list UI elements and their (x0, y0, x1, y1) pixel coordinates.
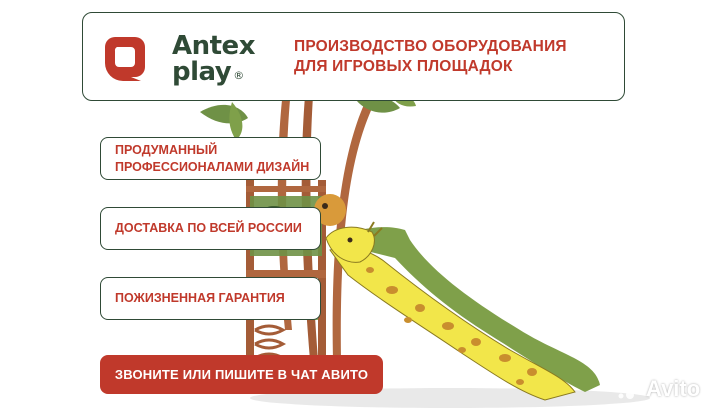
feature-delivery: ДОСТАВКА ПО ВСЕЙ РОССИИ (100, 207, 321, 250)
header-tagline: ПРОИЗВОДСТВО ОБОРУДОВАНИЯ ДЛЯ ИГРОВЫХ ПЛ… (294, 37, 567, 77)
avito-watermark-text: Avito (646, 376, 701, 401)
feature-delivery-text: ДОСТАВКА ПО ВСЕЙ РОССИИ (115, 221, 302, 235)
avito-dots-icon (618, 379, 639, 399)
registered-mark: ® (233, 69, 244, 82)
brand-name-play: play (172, 57, 232, 87)
feature-design-line1: ПРОДУМАННЫЙ (115, 142, 218, 157)
feature-warranty: ПОЖИЗНЕННАЯ ГАРАНТИЯ (100, 277, 321, 320)
cta-label: ЗВОНИТЕ ИЛИ ПИШИТЕ В ЧАТ АВИТО (114, 367, 369, 382)
tagline-line2: ДЛЯ ИГРОВЫХ ПЛОЩАДОК (294, 58, 513, 75)
feature-warranty-text: ПОЖИЗНЕННАЯ ГАРАНТИЯ (115, 291, 285, 305)
antex-logo-icon (105, 37, 145, 81)
brand-name-line1: Antex (172, 31, 255, 61)
tagline-line1: ПРОИЗВОДСТВО ОБОРУДОВАНИЯ (294, 38, 567, 55)
cta-button[interactable]: ЗВОНИТЕ ИЛИ ПИШИТЕ В ЧАТ АВИТО (100, 355, 383, 394)
header-card: Antex play® ПРОИЗВОДСТВО ОБОРУДОВАНИЯ ДЛ… (82, 12, 625, 101)
avito-watermark: Avito (616, 376, 700, 402)
brand-name-line2: play® (172, 59, 244, 85)
feature-design: ПРОДУМАННЫЙ ПРОФЕССИОНАЛАМИ ДИЗАЙН (100, 137, 321, 180)
feature-design-line2: ПРОФЕССИОНАЛАМИ ДИЗАЙН (115, 159, 310, 174)
